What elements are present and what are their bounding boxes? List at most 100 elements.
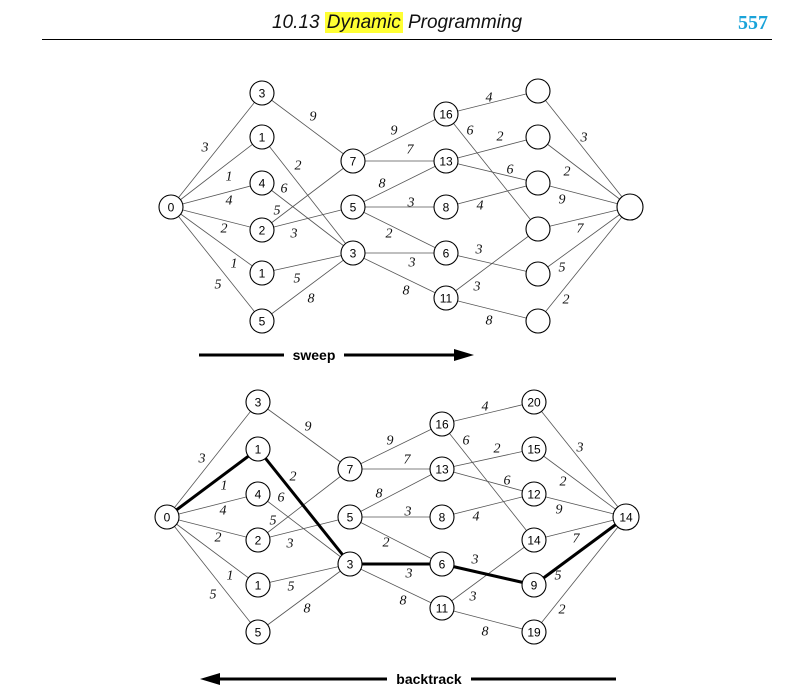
bottom-node-label-c1: 16 (435, 418, 449, 432)
bottom-weight-b1-c1: 9 (387, 434, 394, 449)
bottom-node-c2 (429, 456, 455, 482)
top-edge-a4-b1 (261, 160, 354, 231)
bottom-edge-b1-c1 (349, 423, 443, 470)
top-node-t (616, 193, 644, 221)
top-node-label-a5: 1 (259, 267, 266, 281)
bottom-node-c4 (429, 551, 455, 577)
sweep-arrow-label: sweep (293, 347, 336, 363)
bottom-weight-a3-b3: 6 (278, 491, 285, 506)
top-node-label-c1: 16 (439, 108, 453, 122)
bottom-node-b3 (337, 551, 363, 577)
top-node-label-b3: 3 (350, 247, 357, 261)
top-weight-a1-b1: 9 (310, 110, 317, 125)
bottom-node-label-d5: 9 (531, 579, 538, 593)
bottom-edge-b3-c5 (349, 563, 443, 609)
bottom-node-c1 (429, 411, 455, 437)
top-weight-d1-t: 3 (580, 131, 588, 146)
top-edge-d1-t (537, 90, 631, 208)
bottom-node-label-d2: 15 (527, 443, 541, 457)
bottom-node-label-d4: 14 (527, 534, 541, 548)
top-node-a5 (249, 260, 275, 286)
page-number: 557 (738, 12, 768, 34)
bottom-weight-s-a5: 1 (227, 569, 234, 584)
top-node-b3 (340, 240, 366, 266)
top-weight-d3-t: 9 (559, 193, 566, 208)
bottom-weight-b2-c2: 8 (376, 487, 383, 502)
top-node-d2 (525, 124, 551, 150)
bottom-weight-a4-b2: 3 (286, 537, 294, 552)
bottom-edge-s-a2 (166, 447, 259, 519)
backtrack-arrow-label: backtrack (396, 671, 462, 687)
top-edge-d4-t (537, 206, 631, 230)
top-weight-d2-t: 2 (564, 165, 571, 180)
bottom-node-label-d6: 19 (527, 626, 541, 640)
bottom-node-label-c5: 11 (436, 602, 449, 616)
top-weight-b2-c2: 8 (379, 177, 386, 192)
sweep-arrowhead-right-icon (454, 349, 474, 361)
bottom-weight-c1-d1: 4 (482, 400, 489, 415)
section-title-rest: Programming (407, 12, 523, 33)
top-weight-a5-b3: 5 (294, 272, 301, 287)
top-weight-c1-d4: 6 (467, 124, 474, 139)
top-edge-c3-d3 (445, 182, 539, 208)
top-edge-d3-t (537, 182, 631, 208)
bottom-weight-c2-d3: 6 (504, 474, 511, 489)
bottom-node-d3 (521, 481, 547, 507)
bottom-node-b2 (337, 504, 363, 530)
top-weight-a2-b3: 2 (295, 159, 302, 174)
top-node-label-c5: 11 (440, 292, 453, 306)
top-node-a3 (249, 170, 275, 196)
top-node-label-c4: 6 (443, 247, 450, 261)
bottom-edge-c1-d4 (441, 423, 535, 541)
top-weight-s-a3: 4 (226, 194, 233, 209)
bottom-node-d6 (521, 619, 547, 645)
bottom-edge-s-a6 (166, 516, 259, 633)
top-node-d6 (525, 308, 551, 334)
bottom-edge-d6-t (533, 516, 627, 633)
top-node-c3 (433, 194, 459, 220)
highlighted-word: Dynamic (324, 12, 403, 33)
bottom-edge-a2-b3 (256, 448, 352, 565)
bottom-node-c3 (429, 504, 455, 530)
bottom-node-d5 (521, 572, 547, 598)
bottom-node-label-a5: 1 (255, 579, 262, 593)
bottom-edge-a6-b3 (257, 563, 351, 633)
bottom-edge-d1-t (533, 401, 627, 518)
top-edge-a5-b3 (261, 252, 354, 274)
bottom-node-a3 (245, 481, 271, 507)
bottom-edge-d4-t (533, 516, 627, 541)
bottom-weight-d1-t: 3 (576, 441, 584, 456)
bottom-node-label-a6: 5 (255, 626, 262, 640)
top-node-label-b2: 5 (350, 201, 357, 215)
bottom-weight-c1-d4: 6 (463, 434, 470, 449)
bottom-node-c5 (429, 595, 455, 621)
top-weight-s-a1: 3 (201, 141, 209, 156)
bottom-edge-c3-d3 (441, 493, 535, 518)
bottom-weight-a1-b1: 9 (305, 420, 312, 435)
bottom-node-label-a4: 2 (255, 534, 262, 548)
bottom-node-d1 (521, 389, 547, 415)
bottom-edge-c5-d6 (441, 607, 535, 633)
sweep-arrow: sweep (199, 347, 474, 363)
bottom-edge-d5-t (533, 515, 627, 587)
bottom-edge-c4-d5 (441, 562, 535, 587)
top-node-label-a6: 5 (259, 315, 266, 329)
top-edge-s-a3 (170, 182, 263, 208)
top-weight-d5-t: 5 (559, 261, 566, 276)
top-weight-s-a2: 1 (226, 170, 233, 185)
top-edge-a6-b3 (261, 252, 354, 322)
bottom-edge-a1-b1 (257, 401, 351, 470)
bottom-node-a5 (245, 572, 271, 598)
top-weight-a6-b3: 8 (308, 292, 315, 307)
bottom-weight-d5-t: 5 (555, 569, 562, 584)
bottom-weight-c5-d4: 3 (469, 590, 477, 605)
top-node-c5 (433, 285, 459, 311)
top-node-s (158, 194, 184, 220)
top-edge-b1-c1 (352, 113, 447, 162)
bottom-node-a1 (245, 389, 271, 415)
top-edge-c2-d2 (445, 136, 539, 162)
bottom-weight-a6-b3: 8 (304, 602, 311, 617)
bottom-weight-d6-t: 2 (559, 603, 566, 618)
top-node-label-s: 0 (168, 201, 175, 215)
